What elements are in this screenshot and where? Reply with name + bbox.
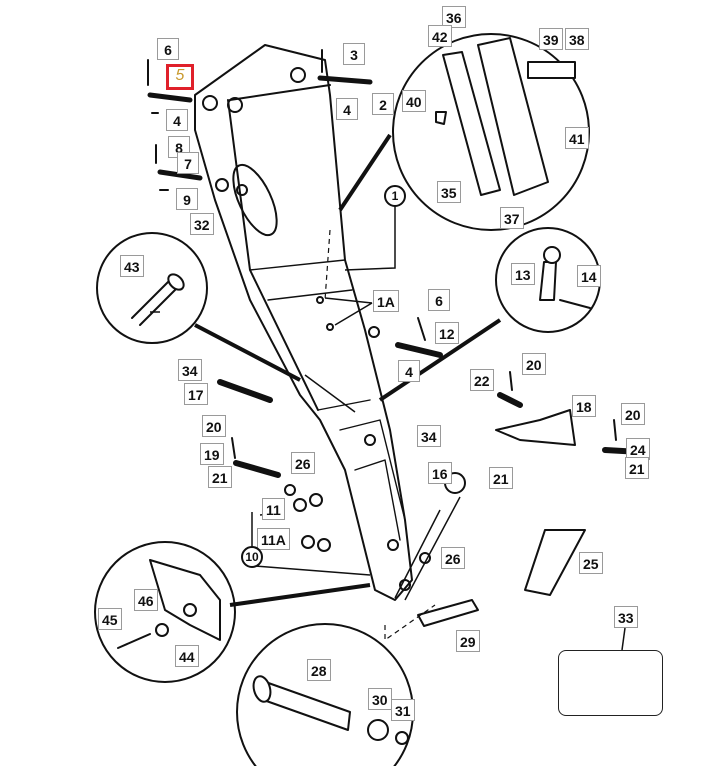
part-label-6-top[interactable]: 6 (157, 38, 179, 60)
part-label-19[interactable]: 19 (200, 443, 224, 465)
part-label-12[interactable]: 12 (435, 322, 459, 344)
part-label-42[interactable]: 42 (428, 25, 452, 47)
part-label-2[interactable]: 2 (372, 93, 394, 115)
part-label-40[interactable]: 40 (402, 90, 426, 112)
part-label-29[interactable]: 29 (456, 630, 480, 652)
pin-12-shape (395, 342, 443, 358)
part-33-box (558, 650, 663, 716)
pin-5-shape (147, 92, 193, 103)
boom-arm (194, 44, 413, 601)
part-label-36[interactable]: 36 (442, 6, 466, 28)
part-label-21-mid[interactable]: 21 (489, 467, 513, 489)
part-label-3[interactable]: 3 (343, 43, 365, 65)
part-label-39[interactable]: 39 (539, 28, 563, 50)
part-label-34-left[interactable]: 34 (178, 359, 202, 381)
part-label-22[interactable]: 22 (470, 369, 494, 391)
part-label-14[interactable]: 14 (577, 265, 601, 287)
part-label-9[interactable]: 9 (176, 188, 198, 210)
part-label-4-top[interactable]: 4 (166, 109, 188, 131)
part-label-31[interactable]: 31 (391, 699, 415, 721)
part-label-28[interactable]: 28 (307, 659, 331, 681)
link-18-shape (495, 409, 576, 446)
pin-17-shape (217, 379, 273, 403)
part-label-33[interactable]: 33 (614, 606, 638, 628)
part-label-26-top[interactable]: 26 (291, 452, 315, 474)
part-label-7[interactable]: 7 (177, 152, 199, 174)
pin-19-shape (233, 460, 281, 478)
part-label-11A[interactable]: 11A (257, 528, 290, 550)
part-label-18[interactable]: 18 (572, 395, 596, 417)
part-label-34-right[interactable]: 34 (417, 425, 441, 447)
link-25-shape (524, 529, 586, 596)
part-label-4-mid[interactable]: 4 (398, 360, 420, 382)
part-label-37[interactable]: 37 (500, 207, 524, 229)
part-label-25[interactable]: 25 (579, 552, 603, 574)
part-label-13[interactable]: 13 (511, 263, 535, 285)
part-label-32[interactable]: 32 (190, 213, 214, 235)
part-label-26-bottom[interactable]: 26 (441, 547, 465, 569)
part-label-16[interactable]: 16 (428, 462, 452, 484)
callout-1[interactable]: 1 (384, 185, 406, 207)
part-label-21-right[interactable]: 21 (625, 457, 649, 479)
part-label-20-mid[interactable]: 20 (522, 353, 546, 375)
part-label-17[interactable]: 17 (184, 383, 208, 405)
part-label-30[interactable]: 30 (368, 688, 392, 710)
detail-circle-wear-pads (392, 33, 590, 231)
link-line (194, 323, 301, 382)
part-label-20-right[interactable]: 20 (621, 403, 645, 425)
plate-29-shape (417, 599, 479, 627)
part-label-43[interactable]: 43 (120, 255, 144, 277)
part-label-20-left[interactable]: 20 (202, 415, 226, 437)
part-label-46[interactable]: 46 (134, 589, 158, 611)
part-label-21-left[interactable]: 21 (208, 466, 232, 488)
part-label-11[interactable]: 11 (262, 498, 285, 520)
callout-10[interactable]: 10 (241, 546, 263, 568)
pin-2-shape (317, 75, 373, 85)
part-label-35[interactable]: 35 (437, 181, 461, 203)
part-label-4-upper[interactable]: 4 (336, 98, 358, 120)
part-label-5-highlighted[interactable]: 5 (166, 64, 194, 90)
detail-circle-bracket-44 (94, 541, 236, 683)
detail-circle-pin-43 (96, 232, 208, 344)
part-label-38[interactable]: 38 (565, 28, 589, 50)
part-label-6-mid[interactable]: 6 (428, 289, 450, 311)
part-label-41[interactable]: 41 (565, 127, 589, 149)
detail-circle-pivot-pin-28 (236, 623, 414, 766)
part-label-1A[interactable]: 1A (373, 290, 399, 312)
part-label-44[interactable]: 44 (175, 645, 199, 667)
part-label-45[interactable]: 45 (98, 608, 122, 630)
